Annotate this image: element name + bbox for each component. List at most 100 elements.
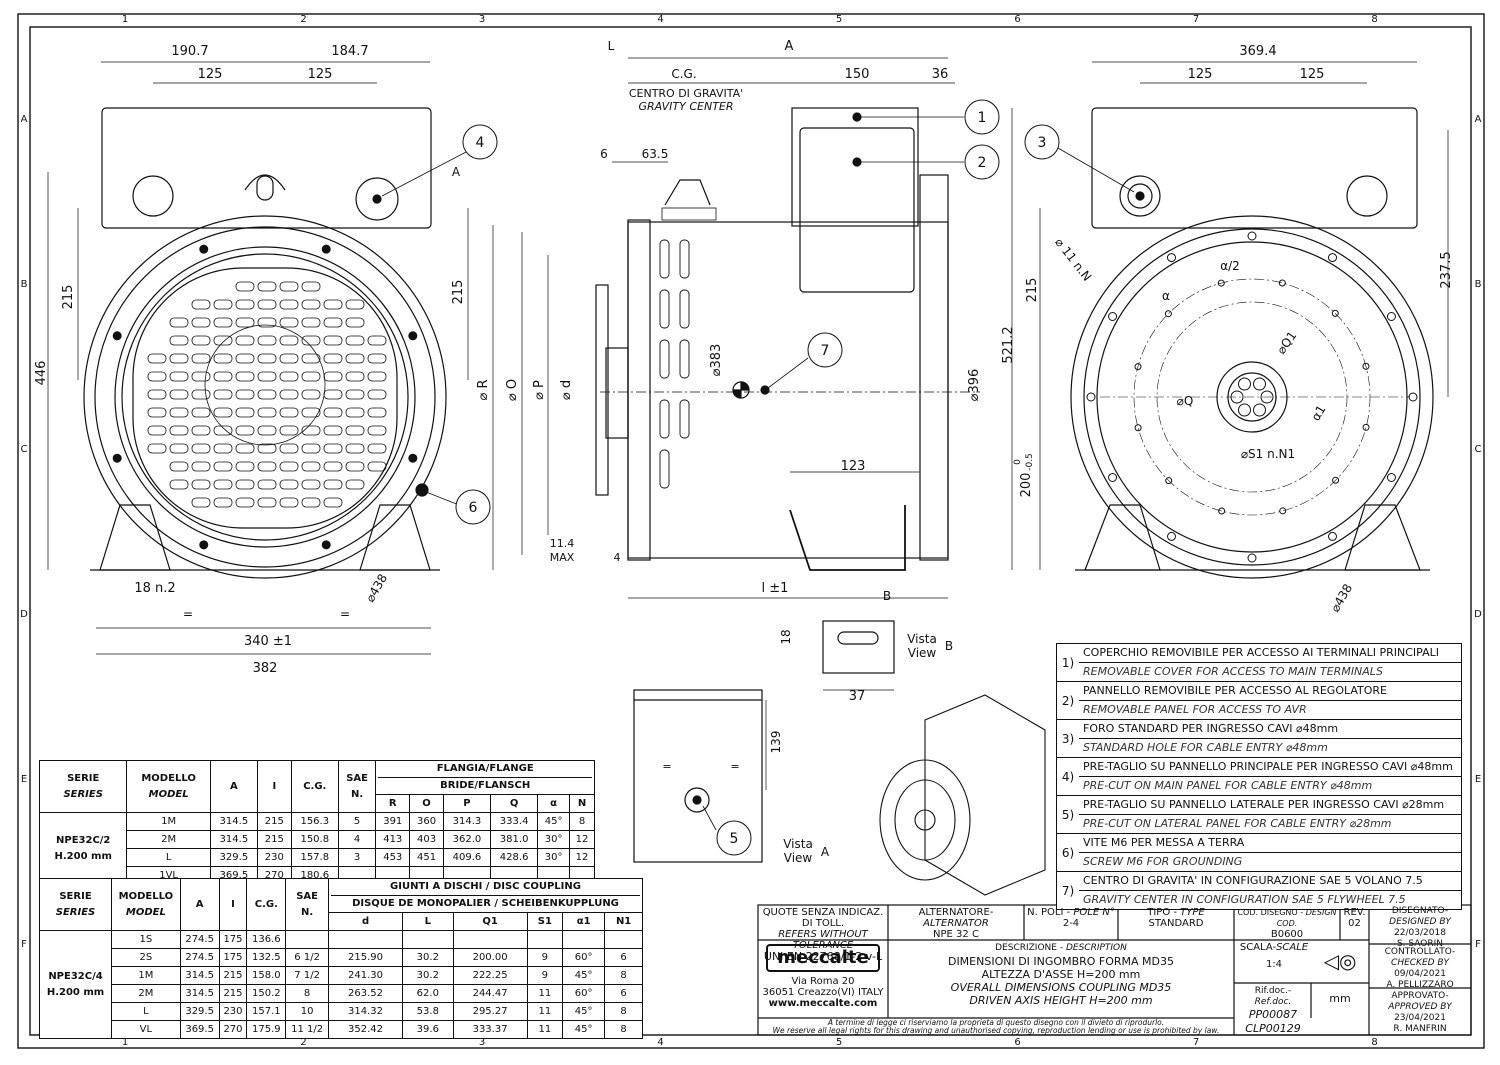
table-cell [526, 930, 564, 949]
table-cell: 9 [526, 966, 564, 985]
table-cell: 329.5 [179, 1002, 220, 1021]
dim-holes: ⌀ 11 n.N [1052, 235, 1094, 283]
table-cell: 11 [526, 984, 564, 1003]
table-cell: 391 [375, 812, 411, 831]
table-cell: 6 [604, 948, 643, 967]
table-cell: 6 [604, 984, 643, 1003]
dim-w4: 4 [614, 551, 621, 564]
table-cell: 215 [218, 966, 248, 985]
grid-row-label: D [1474, 609, 1482, 620]
dim-w6: 6 [600, 147, 608, 161]
dim-right-width: 184.7 [331, 44, 368, 59]
callout-circle [455, 489, 491, 525]
table-cell: 314.5 [179, 984, 220, 1003]
dim-label1: Vista [907, 632, 937, 646]
table-cell: 157.8 [290, 848, 339, 867]
grid-column-label: 6 [1014, 14, 1020, 25]
dim-overall-width: 382 [253, 661, 278, 676]
note-english: GRAVITY CENTER IN CONFIGURATION SAE 5 FL… [1083, 893, 1406, 906]
table-cell: 132.5 [246, 948, 287, 967]
table-cell [452, 930, 528, 949]
dim-phi396: ⌀396 [967, 369, 982, 402]
table-cell [604, 930, 643, 949]
dim-phi383: ⌀383 [709, 344, 724, 377]
col-1: O [409, 794, 444, 813]
note-number: 7) [1061, 883, 1075, 898]
callout-number: 3 [1038, 135, 1047, 151]
col-a: A [179, 878, 220, 931]
col-i: I [256, 760, 292, 813]
note-english: SCREW M6 FOR GROUNDING [1083, 855, 1243, 868]
table-cell: 150.2 [246, 984, 287, 1003]
table-cell: 314.3 [442, 812, 492, 831]
company-block: meccalte Via Roma 20 36051 Creazzo(VI) I… [760, 944, 886, 1009]
table-cell: 9 [526, 948, 564, 967]
dim-w123: 123 [841, 459, 866, 474]
table-cell: 45° [537, 812, 571, 831]
note-item: 4) PRE-TAGLIO SU PANNELLO PRINCIPALE PER… [1057, 757, 1461, 795]
table-cell: 12 [569, 848, 595, 867]
callout-circle [716, 820, 752, 856]
table-cell: 156.3 [290, 812, 339, 831]
table-cell [402, 930, 454, 949]
note-item: 6) VITE M6 PER MESSA A TERRA SCREW M6 FO… [1057, 833, 1461, 871]
col-2: Q1 [452, 912, 528, 931]
table-cell: 1S [111, 930, 181, 949]
dim-bolt-right: 125 [308, 67, 333, 82]
callout-circle [1024, 124, 1060, 160]
grid-row-label: A [21, 114, 28, 125]
dim-marker: B [945, 639, 953, 653]
view-a [633, 689, 763, 863]
dim-h215: 215 [1025, 278, 1040, 303]
dim-w36: 36 [932, 67, 949, 82]
note-item: 1) COPERCHIO REMOVIBILE PER ACCESSO AI T… [1057, 644, 1461, 681]
table-cell: 413 [375, 830, 411, 849]
dim-bolt-right: 125 [1300, 67, 1325, 82]
dim-eq1: = [662, 760, 671, 773]
table-cell: L [111, 1002, 181, 1021]
table-cell: 10 [285, 1002, 329, 1021]
grid-column-label: 5 [836, 1037, 842, 1048]
callout-number: 4 [476, 135, 485, 151]
table-cell: 215 [218, 984, 248, 1003]
note-item: 5) PRE-TAGLIO SU PANNELLO LATERALE PER I… [1057, 795, 1461, 833]
col-4: α [537, 794, 571, 813]
table-cell: 274.5 [179, 930, 220, 949]
table-cell: 175 [218, 930, 248, 949]
dim-max114: 11.4 [550, 537, 575, 550]
table-cell: 39.6 [402, 1020, 454, 1039]
grid-column-label: 3 [479, 1037, 485, 1048]
approved-by: APPROVATO-APPROVED BY 23/04/2021 R. MANF… [1388, 991, 1452, 1034]
dim-phid: ⌀ d [559, 380, 574, 400]
dim-overall-height: 446 [34, 361, 49, 386]
note-english: STANDARD HOLE FOR CABLE ENTRY ⌀48mm [1083, 741, 1328, 754]
dim-phiQ1: ⌀Q1 [1274, 329, 1299, 357]
grid-row-label: C [1475, 444, 1482, 455]
grid-row-label: F [1475, 939, 1481, 950]
dim-max-label: MAX [550, 551, 575, 564]
dim-label2: View [908, 646, 937, 660]
side-view [595, 107, 980, 571]
note-number: 2) [1061, 693, 1075, 708]
table-cell: 158.0 [246, 966, 287, 985]
table-cell: 2M [111, 984, 181, 1003]
table-cell: 150.8 [290, 830, 339, 849]
grid-row-label: A [1475, 114, 1482, 125]
table-cell: 352.42 [327, 1020, 404, 1039]
unit-field: mm [1329, 993, 1351, 1004]
dim-section-marker: A [452, 165, 461, 179]
grid-column-label: 1 [122, 1037, 128, 1048]
grid-column-label: 5 [836, 14, 842, 25]
callout-circle [462, 124, 498, 160]
grid-column-label: 2 [300, 14, 306, 25]
dim-A: A [785, 39, 794, 54]
front-view [83, 107, 447, 579]
